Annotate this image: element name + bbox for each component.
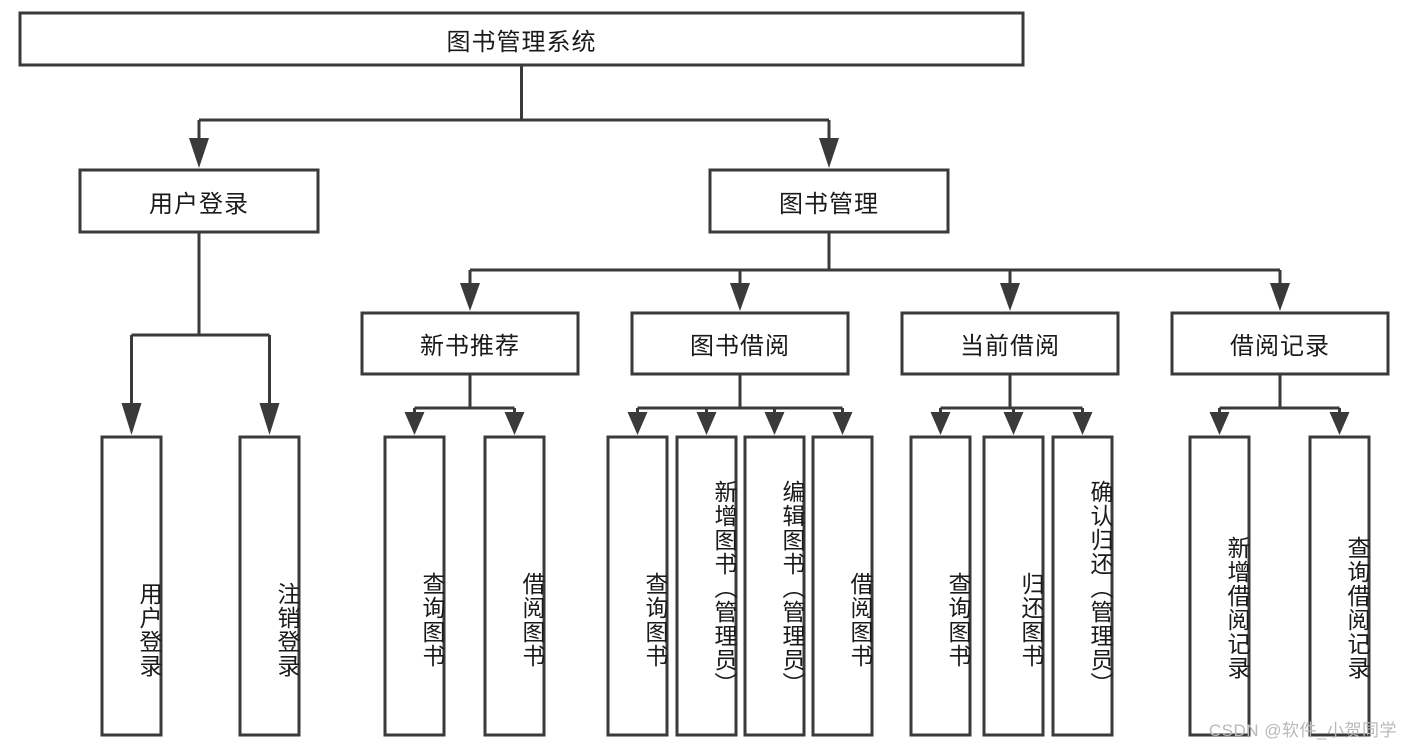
arrow-head-leaf-query-book-2 [627, 412, 648, 435]
node-borrow-record-box[interactable] [1170, 311, 1390, 376]
connector-book-manage-to-level3 [468, 232, 1282, 285]
arrow-head-leaf-confirm-return [1072, 412, 1093, 435]
node-leaf-query-record-box[interactable] [1308, 435, 1371, 737]
node-leaf-add-record-box[interactable] [1188, 435, 1251, 737]
arrow-head-leaf-query-book-1 [404, 412, 425, 435]
node-leaf-query-book-2-box[interactable] [606, 435, 669, 737]
node-leaf-user-login-box[interactable] [100, 435, 163, 737]
arrow-head-leaf-query-book-3 [930, 412, 951, 435]
arrow-head-leaf-user-login [121, 403, 142, 435]
node-leaf-query-book-1-box[interactable] [383, 435, 446, 737]
node-new-book-rec-box[interactable] [360, 311, 580, 376]
node-user-login-box[interactable] [78, 168, 320, 234]
arrow-head-new-book-rec [460, 283, 480, 311]
connector-root-to-level2 [197, 65, 831, 140]
arrow-head-leaf-borrow-book-1 [504, 412, 525, 435]
arrow-head-borrow-record [1270, 283, 1290, 311]
node-book-manage-box[interactable] [708, 168, 950, 234]
node-leaf-borrow-book-1-box[interactable] [483, 435, 546, 737]
arrow-head-leaf-add-record [1209, 412, 1230, 435]
arrow-head-user-login [189, 138, 209, 168]
arrow-head-leaf-add-book [696, 412, 717, 435]
arrow-head-leaf-user-logout [259, 403, 280, 435]
node-root-box[interactable] [18, 11, 1025, 67]
node-leaf-borrow-book-2-box[interactable] [811, 435, 874, 737]
arrow-head-book-borrow [730, 283, 750, 311]
connector-borrow-record-to-leaves [1218, 374, 1341, 415]
arrow-head-current-borrow [1000, 283, 1020, 311]
csdn-watermark: CSDN @软件_小贺同学 [1208, 721, 1397, 740]
connector-current-borrow-to-leaves [939, 374, 1084, 415]
arrow-head-leaf-query-record [1329, 412, 1350, 435]
arrow-head-leaf-borrow-book-2 [832, 412, 853, 435]
node-book-borrow-box[interactable] [630, 311, 850, 376]
node-leaf-confirm-return-box[interactable] [1051, 435, 1114, 737]
connector-user-login-to-leaves [130, 232, 271, 405]
connector-book-borrow-to-leaves [636, 374, 844, 415]
arrow-head-book-manage [819, 138, 839, 168]
node-leaf-edit-book-box[interactable] [743, 435, 806, 737]
node-leaf-user-logout-box[interactable] [238, 435, 301, 737]
node-leaf-query-book-3-box[interactable] [909, 435, 972, 737]
arrow-head-leaf-return-book [1003, 412, 1024, 435]
node-leaf-return-book-box[interactable] [982, 435, 1045, 737]
node-current-borrow-box[interactable] [900, 311, 1120, 376]
arrow-head-leaf-edit-book [764, 412, 785, 435]
connector-new-book-rec-to-leaves [413, 374, 516, 415]
node-leaf-add-book-box[interactable] [675, 435, 738, 737]
